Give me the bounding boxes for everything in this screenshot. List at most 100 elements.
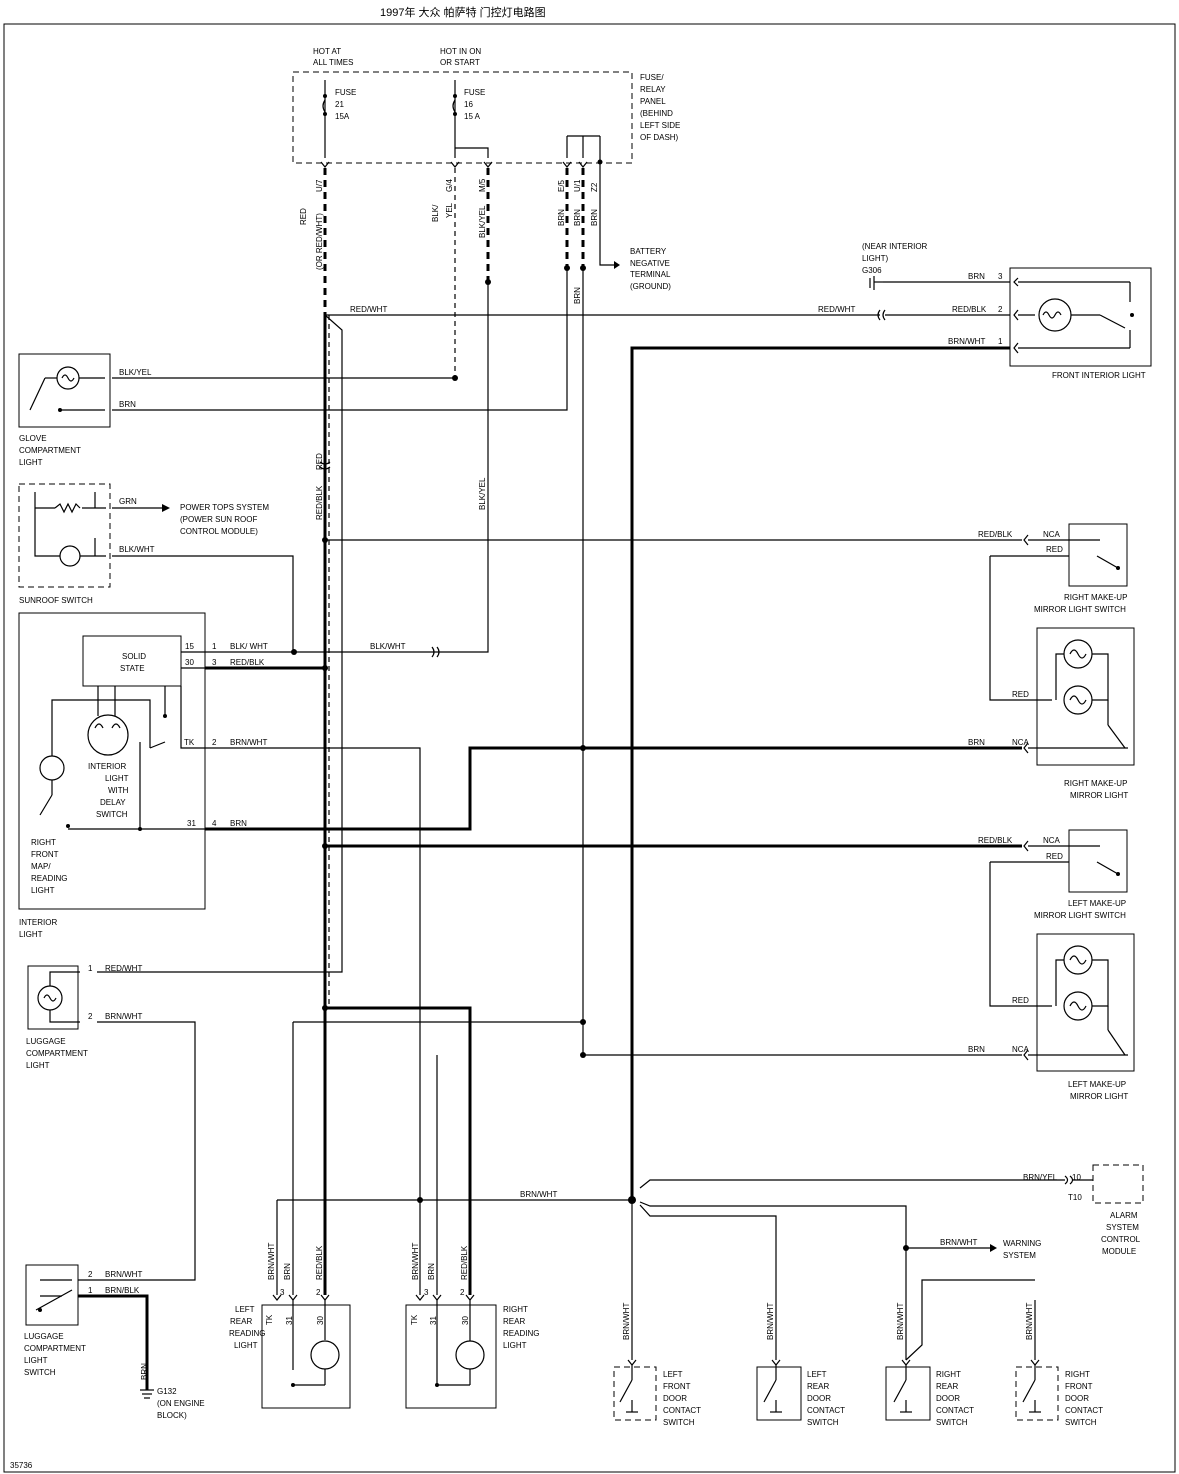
- warning-system-arrow: WARNING SYSTEM: [1003, 1239, 1041, 1260]
- alarm-control-module: 10 T10 ALARM SYSTEM CONTROL MODULE: [1064, 1164, 1144, 1256]
- svg-text:LUGGAGE: LUGGAGE: [26, 1037, 66, 1046]
- svg-text:BATTERY: BATTERY: [630, 247, 667, 256]
- wire-label-red: RED: [299, 208, 308, 225]
- svg-text:WITH: WITH: [108, 786, 129, 795]
- svg-text:RED: RED: [1012, 996, 1029, 1005]
- wire-label-red-or: (OR RED/WHT): [315, 213, 324, 270]
- terminal-m5: M/5: [478, 178, 487, 192]
- svg-text:LIGHT): LIGHT): [862, 254, 889, 263]
- svg-text:LIGHT: LIGHT: [24, 1356, 48, 1365]
- svg-text:NCA: NCA: [1043, 530, 1061, 539]
- svg-text:15 A: 15 A: [464, 112, 481, 121]
- svg-text:3: 3: [212, 658, 217, 667]
- wire-label-grn: GRN: [119, 497, 137, 506]
- svg-text:G306: G306: [862, 266, 882, 275]
- wire-label-blk-yel-mid: BLK/YEL: [478, 477, 487, 510]
- wire-label-red-wht-lug: RED/WHT: [105, 964, 142, 973]
- svg-text:G132: G132: [157, 1387, 177, 1396]
- right-rear-door-switch: RIGHT REAR DOOR CONTACT SWITCH: [885, 1359, 974, 1427]
- svg-text:RED: RED: [1046, 852, 1063, 861]
- svg-text:FRONT INTERIOR LIGHT: FRONT INTERIOR LIGHT: [1052, 371, 1146, 380]
- right-mirror-light-switch: NCA RED RED/BLK RIGHT MAKE-UP MIRROR LIG…: [978, 523, 1128, 614]
- svg-text:LEFT MAKE-UP: LEFT MAKE-UP: [1068, 1080, 1126, 1089]
- svg-text:(ON ENGINE: (ON ENGINE: [157, 1399, 205, 1408]
- svg-text:LEFT SIDE: LEFT SIDE: [640, 121, 680, 130]
- wire-label-rrrl-brn: BRN: [427, 1263, 436, 1280]
- svg-text:NEGATIVE: NEGATIVE: [630, 259, 670, 268]
- svg-text:SWITCH: SWITCH: [96, 810, 128, 819]
- luggage-compartment-switch: 2 1 LUGGAGE COMPARTMENT LIGHT SWITCH: [24, 1264, 93, 1377]
- sunroof-switch: SUNROOF SWITCH: [18, 483, 111, 605]
- svg-text:SWITCH: SWITCH: [1065, 1418, 1097, 1427]
- svg-text:RIGHT: RIGHT: [31, 838, 56, 847]
- svg-text:INTERIOR: INTERIOR: [88, 762, 126, 771]
- svg-text:READING: READING: [31, 874, 67, 883]
- svg-text:3: 3: [424, 1288, 429, 1297]
- front-interior-light: 3 2 1 FRONT INTERIOR LIGHT: [998, 267, 1152, 380]
- svg-text:READING: READING: [229, 1329, 265, 1338]
- svg-text:RIGHT: RIGHT: [936, 1370, 961, 1379]
- wire-label-brn-g132: BRN: [140, 1363, 149, 1380]
- right-mirror-light: RED BRN NCA RIGHT MAKE-UP MIRROR LIGHT: [968, 627, 1135, 800]
- wire-label-blk: BLK/: [431, 204, 440, 222]
- svg-text:MIRROR LIGHT: MIRROR LIGHT: [1070, 1092, 1128, 1101]
- power-tops-arrow: POWER TOPS SYSTEM (POWER SUN ROOF CONTRO…: [112, 503, 269, 536]
- wire-label-lrrl-red-blk: RED/BLK: [315, 1245, 324, 1280]
- svg-text:3: 3: [998, 272, 1003, 281]
- fuse-relay-panel: HOT AT ALL TIMES HOT IN ON OR START FUSE…: [292, 47, 680, 168]
- terminal-g4: G/4: [445, 179, 454, 192]
- svg-text:1: 1: [88, 1286, 93, 1295]
- svg-text:GLOVE: GLOVE: [19, 434, 47, 443]
- svg-text:RELAY: RELAY: [640, 85, 666, 94]
- wire-label-brn-wht-bus: BRN/WHT: [520, 1190, 557, 1199]
- svg-text:STATE: STATE: [120, 664, 145, 673]
- svg-text:FRONT: FRONT: [663, 1382, 691, 1391]
- wire-label-rrd-brn-wht: BRN/WHT: [896, 1303, 905, 1340]
- wire-label-brn-glove: BRN: [119, 400, 136, 409]
- wire-label-red-mid: RED: [315, 453, 324, 470]
- svg-text:1: 1: [212, 642, 217, 651]
- wire-label-brn-2: BRN: [573, 209, 582, 226]
- svg-text:BRN: BRN: [968, 1045, 985, 1054]
- wire-label-yel: YEL: [445, 202, 454, 218]
- svg-text:LEFT: LEFT: [807, 1370, 827, 1379]
- wire-label-brn-wht-fil: BRN/WHT: [948, 337, 985, 346]
- svg-text:NCA: NCA: [1012, 1045, 1030, 1054]
- wire-label-brn-wht-lugsw: BRN/WHT: [105, 1270, 142, 1279]
- left-mirror-light: RED BRN NCA LEFT MAKE-UP MIRROR LIGHT: [968, 933, 1135, 1101]
- wire-label-blk-wht-bus: BLK/WHT: [370, 642, 406, 651]
- svg-text:31: 31: [429, 1316, 438, 1325]
- svg-text:CONTACT: CONTACT: [663, 1406, 701, 1415]
- svg-text:2: 2: [88, 1012, 93, 1021]
- luggage-compartment-light: 1 2 LUGGAGE COMPARTMENT LIGHT: [26, 964, 93, 1070]
- svg-text:POWER TOPS SYSTEM: POWER TOPS SYSTEM: [180, 503, 269, 512]
- svg-text:OF DASH): OF DASH): [640, 133, 679, 142]
- svg-text:BRN: BRN: [968, 738, 985, 747]
- right-rear-reading-light: TK 31 30 RIGHT REAR READING LIGHT 3 2: [405, 1288, 539, 1409]
- svg-text:21: 21: [335, 100, 344, 109]
- wire-label-red-wht-2: RED/WHT: [818, 305, 855, 314]
- wire-label-lrd-brn-wht: BRN/WHT: [766, 1303, 775, 1340]
- figure-number: 35736: [10, 1461, 33, 1470]
- svg-text:REAR: REAR: [230, 1317, 252, 1326]
- svg-text:LEFT: LEFT: [663, 1370, 683, 1379]
- wire-label-brn-4: BRN: [573, 287, 582, 304]
- wire-label-brn-wht-warn: BRN/WHT: [940, 1238, 977, 1247]
- glove-compartment-light: GLOVE COMPARTMENT LIGHT: [18, 353, 111, 467]
- wire-label-blk-yel-glove: BLK/YEL: [119, 368, 152, 377]
- svg-text:CONTROL MODULE): CONTROL MODULE): [180, 527, 258, 536]
- svg-text:SYSTEM: SYSTEM: [1106, 1223, 1139, 1232]
- wire-label-red-wht-1: RED/WHT: [350, 305, 387, 314]
- interior-light-module: SOLID STATE INTERIOR LIGHT WITH DELAY SW…: [18, 612, 217, 939]
- wire-label-blk-wht-il: BLK/ WHT: [230, 642, 268, 651]
- terminal-u1: U/1: [573, 179, 582, 192]
- svg-text:TERMINAL: TERMINAL: [630, 270, 671, 279]
- svg-text:CONTACT: CONTACT: [936, 1406, 974, 1415]
- svg-text:MODULE: MODULE: [1102, 1247, 1136, 1256]
- wire-label-red-blk-il: RED/BLK: [230, 658, 265, 667]
- svg-text:3: 3: [280, 1288, 285, 1297]
- svg-text:31: 31: [187, 819, 196, 828]
- svg-text:30: 30: [461, 1316, 470, 1325]
- wire-label-lrrl-brn: BRN: [283, 1263, 292, 1280]
